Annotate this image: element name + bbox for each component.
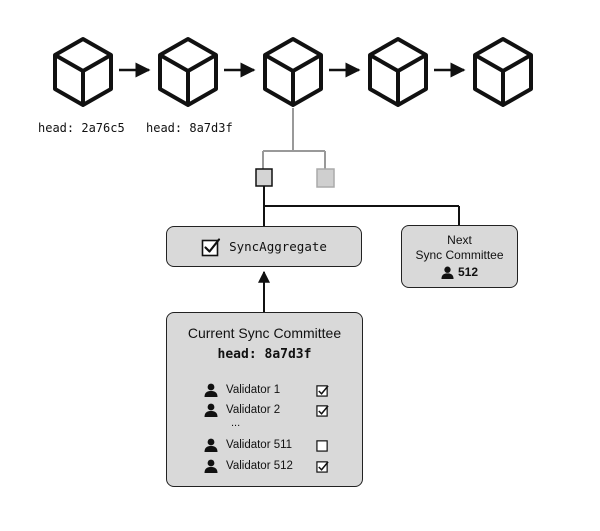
validator-row: Validator 1	[204, 382, 334, 398]
validator-row: Validator 512	[204, 458, 334, 474]
block-cube-icon	[263, 37, 323, 107]
current-committee-title: Current Sync Committee	[187, 325, 342, 341]
current-sync-committee-box: Current Sync Committee head: 8a7d3f	[166, 312, 363, 487]
block-cube-icon	[158, 37, 218, 107]
current-committee-head: head: 8a7d3f	[217, 347, 312, 362]
block-cube-icon	[368, 37, 428, 107]
head-label: head: 2a76c5	[38, 121, 125, 135]
sync-aggregate-label: SyncAggregate	[229, 239, 327, 254]
user-icon	[204, 403, 218, 417]
sync-aggregate-box: SyncAggregate	[166, 226, 362, 267]
leaf-connectors	[263, 186, 460, 226]
user-icon	[204, 383, 218, 397]
validator-name: Validator 1	[226, 384, 281, 396]
checkbox-empty-icon	[316, 439, 328, 452]
next-sync-committee-box: Next Sync Committee 512	[401, 225, 518, 288]
checkbox-checked-icon	[316, 404, 329, 417]
validator-ellipsis: ...	[231, 417, 241, 429]
head-label: head: 8a7d3f	[146, 121, 233, 135]
next-committee-size-value: 512	[457, 265, 479, 279]
validator-name: Validator 511	[226, 439, 293, 451]
validator-name: Validator 512	[226, 460, 293, 472]
user-icon	[204, 438, 218, 452]
next-committee-size: 512	[402, 265, 517, 280]
block-cube-icon	[473, 37, 533, 107]
state-leaf-node	[255, 168, 273, 187]
checkbox-checked-icon	[316, 384, 329, 397]
checkbox-checked-icon	[316, 460, 329, 473]
validator-name: Validator 2	[226, 404, 281, 416]
next-committee-title-line1: Next	[447, 233, 472, 247]
next-committee-title-line2: Sync Committee	[415, 248, 504, 262]
validator-row: Validator 2	[204, 402, 334, 418]
sibling-leaf-node	[316, 168, 335, 188]
block-cube-icon	[53, 37, 113, 107]
checkbox-checked-icon	[201, 237, 221, 256]
merkle-branch	[262, 108, 326, 169]
user-icon	[441, 266, 454, 279]
validator-row: Validator 511	[204, 437, 334, 453]
user-icon	[204, 459, 218, 473]
